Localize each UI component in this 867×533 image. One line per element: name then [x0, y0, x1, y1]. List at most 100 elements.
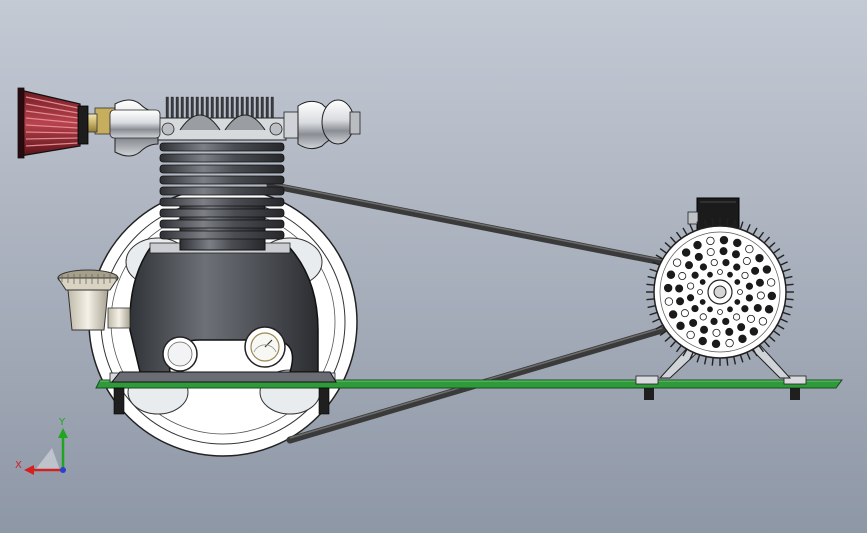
vent-hole	[719, 235, 729, 245]
cylinder-head[interactable]	[157, 114, 287, 141]
vent-hole	[686, 294, 695, 302]
vent-hole	[733, 238, 742, 248]
vent-hole	[678, 272, 687, 281]
pressure-gauge	[244, 326, 286, 368]
vent-hole	[737, 289, 743, 295]
vent-hole	[745, 282, 754, 290]
x-axis-label: X	[15, 460, 22, 471]
vent-hole	[676, 321, 685, 331]
vent-hole	[762, 265, 772, 274]
vent-hole	[691, 304, 699, 313]
vent-hole	[691, 271, 699, 279]
vent-hole	[710, 258, 718, 267]
vent-hole	[722, 258, 730, 267]
vent-hole	[732, 313, 741, 321]
coordinate-triad: Y X	[15, 417, 68, 475]
vent-hole	[745, 294, 754, 302]
vent-hole	[738, 334, 747, 344]
z-axis-point	[60, 467, 66, 473]
head-fin	[225, 96, 229, 122]
head-fin	[260, 96, 264, 122]
vent-hole	[699, 279, 706, 285]
head-fin	[220, 96, 224, 122]
vent-hole	[668, 310, 678, 319]
vent-hole	[686, 330, 695, 340]
air-filter[interactable]	[17, 87, 89, 159]
vent-hole	[697, 289, 703, 295]
vent-hole	[717, 269, 723, 275]
cooling-fin	[159, 230, 285, 240]
head-fin	[170, 96, 174, 122]
vent-hole	[686, 282, 695, 290]
oil-filler-cap[interactable]	[57, 269, 131, 331]
cooling-fin	[159, 164, 285, 174]
exhaust-manifold[interactable]	[283, 99, 361, 150]
cooling-fin	[159, 197, 285, 207]
cooling-fin	[159, 153, 285, 163]
vent-hole	[755, 278, 764, 287]
head-fin	[215, 96, 219, 122]
vent-hole	[675, 284, 684, 293]
vent-hole	[693, 240, 702, 250]
electric-motor[interactable]	[646, 197, 794, 379]
head-fin	[210, 96, 214, 122]
head-fin	[255, 96, 259, 122]
vent-hole	[712, 328, 721, 337]
vent-hole	[706, 248, 715, 257]
vent-hole	[758, 317, 768, 326]
head-fin	[265, 96, 269, 122]
head-fin	[230, 96, 234, 122]
vent-hole	[711, 339, 721, 349]
vent-hole	[746, 314, 755, 323]
vent-hole	[727, 306, 733, 313]
vent-hole	[689, 318, 698, 327]
oil-sight-glass	[162, 336, 198, 372]
vent-hole	[664, 297, 674, 306]
vent-hole	[741, 305, 749, 313]
vent-hole	[753, 303, 762, 312]
vent-hole	[681, 248, 691, 257]
y-axis-label: Y	[58, 417, 66, 428]
head-fin	[185, 96, 189, 122]
vent-hole	[764, 305, 774, 314]
vent-hole	[766, 278, 776, 287]
vent-hole	[694, 252, 703, 261]
vent-hole	[699, 299, 706, 305]
fan-cover-vents	[663, 235, 777, 349]
cooling-fins	[159, 142, 285, 240]
vent-hole	[751, 266, 760, 275]
vent-hole	[756, 291, 765, 300]
cooling-fin	[159, 219, 285, 229]
vent-hole	[700, 325, 709, 334]
vent-hole	[742, 257, 751, 266]
vent-hole	[727, 271, 733, 278]
vent-hole	[707, 271, 713, 278]
vent-hole	[734, 279, 741, 285]
cylinder-block[interactable]	[159, 142, 285, 251]
vent-hole	[722, 317, 730, 326]
head-fin	[270, 96, 274, 122]
head-fin	[165, 96, 169, 122]
vent-hole	[698, 336, 707, 346]
vent-hole	[734, 299, 741, 305]
vent-hole	[699, 263, 708, 271]
vent-hole	[737, 323, 746, 332]
vent-hole	[749, 327, 759, 336]
vent-hole	[717, 309, 723, 315]
vent-hole	[719, 247, 728, 256]
head-fin	[175, 96, 179, 122]
vent-hole	[707, 306, 713, 313]
vent-hole	[710, 317, 718, 326]
vent-hole	[755, 253, 764, 263]
vent-hole	[685, 261, 694, 270]
cooling-fin	[159, 175, 285, 185]
vent-hole	[725, 338, 734, 348]
vent-hole	[745, 244, 754, 254]
vent-hole	[680, 309, 689, 318]
vent-hole	[666, 270, 676, 279]
vent-hole	[767, 291, 777, 301]
vent-hole	[706, 236, 715, 246]
cooling-fin	[159, 186, 285, 196]
